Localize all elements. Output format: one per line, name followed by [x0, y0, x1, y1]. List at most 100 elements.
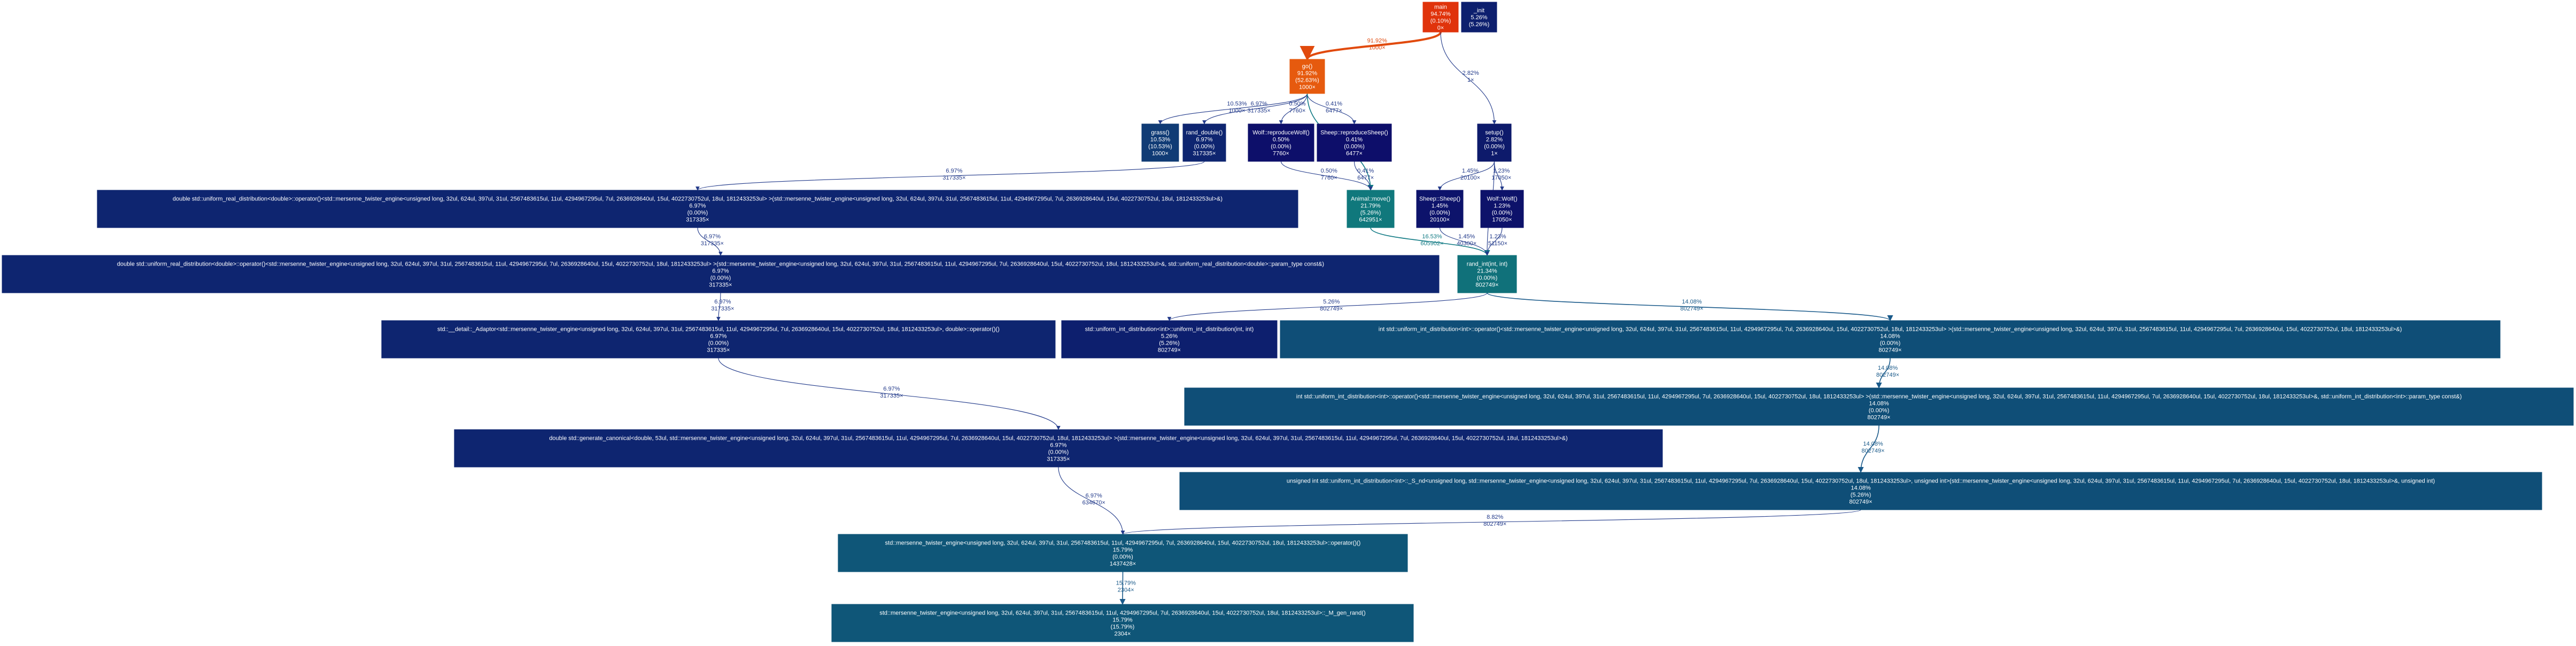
node-call-count: 17050×	[1492, 217, 1512, 223]
function-node[interactable]: std::__detail::_Adaptor<std::mersenne_tw…	[381, 320, 1056, 359]
node-total-percent: 94.74%	[1430, 11, 1451, 18]
node-total-percent: 21.34%	[1477, 268, 1497, 275]
node-total-percent: 0.50%	[1273, 137, 1289, 143]
call-edge: 8.82%802749×	[1121, 509, 1861, 535]
node-self-percent: (0.00%)	[1880, 340, 1901, 347]
edge-line	[1876, 357, 1891, 389]
node-self-percent: (5.26%)	[1851, 492, 1871, 499]
function-node[interactable]: Wolf::reproduceWolf()0.50%(0.00%)7760×	[1248, 123, 1314, 162]
call-edge: 1.45%40300×	[1439, 227, 1489, 256]
edge-percent-label: 6.97%	[883, 386, 900, 392]
edge-calls-label: 20100×	[1460, 175, 1480, 181]
edge-percent-label: 1.23%	[1489, 234, 1506, 240]
function-node[interactable]: rand_double()6.97%(0.00%)317335×	[1182, 123, 1226, 162]
node-function-name: _init	[1473, 7, 1484, 14]
node-call-count: 2304×	[1115, 631, 1131, 637]
call-edge: 6.97%317335×	[718, 357, 1061, 430]
node-function-name: rand_int(int, int)	[1467, 261, 1507, 268]
node-total-percent: 2.82%	[1486, 137, 1503, 143]
node-self-percent: (0.00%)	[687, 210, 708, 216]
edge-calls-label: 802749×	[1861, 448, 1884, 454]
node-self-percent: (0.00%)	[1271, 144, 1291, 150]
function-node[interactable]: double std::uniform_real_distribution<do…	[97, 190, 1298, 228]
edges-layer: 91.92%1000×2.82%1×10.53%1000×6.97%317335…	[695, 32, 1899, 605]
function-node[interactable]: Sheep::Sheep()1.45%(0.00%)20100×	[1416, 190, 1464, 228]
function-node[interactable]: double std::uniform_real_distribution<do…	[2, 255, 1440, 293]
edge-line	[1306, 93, 1357, 124]
node-total-percent: 6.97%	[1196, 137, 1212, 143]
function-node[interactable]: std::mersenne_twister_engine<unsigned lo…	[838, 534, 1408, 572]
call-edge: 6.97%317335×	[697, 227, 724, 256]
edge-calls-label: 802749×	[1680, 306, 1703, 312]
edge-calls-label: 317335×	[1248, 108, 1271, 114]
edge-line	[1485, 227, 1503, 256]
node-box	[1184, 387, 2574, 426]
node-total-percent: 1.45%	[1432, 203, 1448, 209]
function-node[interactable]: int std::uniform_int_distribution<int>::…	[1280, 320, 2501, 359]
node-self-percent: (0.00%)	[1477, 275, 1498, 282]
node-total-percent: 21.79%	[1360, 203, 1381, 209]
function-node[interactable]: std::mersenne_twister_engine<unsigned lo…	[831, 604, 1414, 642]
node-function-name: Wolf::reproduceWolf()	[1252, 130, 1310, 136]
edge-line	[695, 161, 1205, 191]
edge-calls-label: 6477×	[1357, 175, 1374, 181]
node-call-count: 1×	[1491, 151, 1498, 157]
node-self-percent: (0.00%)	[1344, 144, 1365, 150]
edge-calls-label: 2304×	[1118, 587, 1134, 594]
edge-percent-label: 0.41%	[1326, 101, 1342, 107]
node-box	[831, 604, 1414, 642]
function-node[interactable]: Sheep::reproduceSheep()0.41%(0.00%)6477×	[1317, 123, 1392, 162]
edge-percent-label: 14.08%	[1682, 299, 1702, 305]
edge-line	[718, 357, 1061, 430]
edge-calls-label: 802749×	[1483, 521, 1506, 527]
node-box	[1182, 123, 1226, 162]
node-box	[1480, 190, 1524, 228]
call-edge: 6.97%317335×	[1202, 93, 1308, 124]
node-function-name: grass()	[1151, 130, 1169, 136]
node-function-name: Sheep::Sheep()	[1419, 196, 1460, 203]
node-self-percent: (5.26%)	[1469, 21, 1490, 28]
call-edge: 6.97%317335×	[695, 161, 1205, 191]
edge-percent-label: 5.26%	[1323, 299, 1340, 305]
function-node[interactable]: go()91.92%(52.63%)1000×	[1289, 59, 1325, 94]
edge-line	[1202, 93, 1308, 124]
node-function-name: double std::generate_canonical<double, 5…	[549, 435, 1567, 442]
node-call-count: 317335×	[1193, 151, 1216, 157]
edge-line	[1439, 227, 1489, 256]
function-node[interactable]: rand_int(int, int)21.34%(0.00%)802749×	[1457, 255, 1517, 293]
edge-calls-label: 40300×	[1457, 240, 1476, 247]
node-total-percent: 6.97%	[710, 333, 726, 340]
call-edge: 1.23%51150×	[1485, 227, 1507, 256]
function-node[interactable]: setup()2.82%(0.00%)1×	[1477, 123, 1512, 162]
function-node[interactable]: unsigned int std::uniform_int_distributi…	[1179, 472, 2542, 510]
node-total-percent: 91.92%	[1297, 71, 1318, 77]
function-node[interactable]: std::uniform_int_distribution<int>::unif…	[1061, 320, 1278, 359]
node-total-percent: 1.23%	[1494, 203, 1510, 209]
edge-percent-label: 0.50%	[1289, 101, 1305, 107]
edge-calls-label: 1×	[1467, 77, 1474, 83]
function-node[interactable]: int std::uniform_int_distribution<int>::…	[1184, 387, 2574, 426]
function-node[interactable]: Wolf::Wolf()1.23%(0.00%)17050×	[1480, 190, 1524, 228]
edge-calls-label: 6477×	[1326, 108, 1342, 114]
node-call-count: 317335×	[1047, 456, 1070, 463]
edge-line	[1279, 93, 1308, 124]
node-box	[454, 429, 1663, 468]
node-total-percent: 14.08%	[1851, 485, 1871, 492]
node-self-percent: (0.00%)	[1194, 144, 1215, 150]
function-node[interactable]: double std::generate_canonical<double, 5…	[454, 429, 1663, 468]
edge-percent-label: 91.92%	[1367, 38, 1388, 44]
node-total-percent: 0.41%	[1346, 137, 1363, 143]
node-total-percent: 6.97%	[1050, 442, 1066, 449]
edge-calls-label: 317335×	[942, 175, 965, 181]
call-edge: 15.79%2304×	[1116, 571, 1136, 605]
node-function-name: double std::uniform_real_distribution<do…	[173, 196, 1223, 203]
node-total-percent: 15.79%	[1112, 617, 1133, 624]
edge-percent-label: 6.97%	[1086, 493, 1102, 499]
function-node[interactable]: Animal::move()21.79%(5.26%)642951×	[1347, 190, 1395, 228]
node-box	[1248, 123, 1314, 162]
function-node[interactable]: grass()10.53%(10.53%)1000×	[1141, 123, 1179, 162]
edge-calls-label: 7760×	[1321, 175, 1337, 181]
